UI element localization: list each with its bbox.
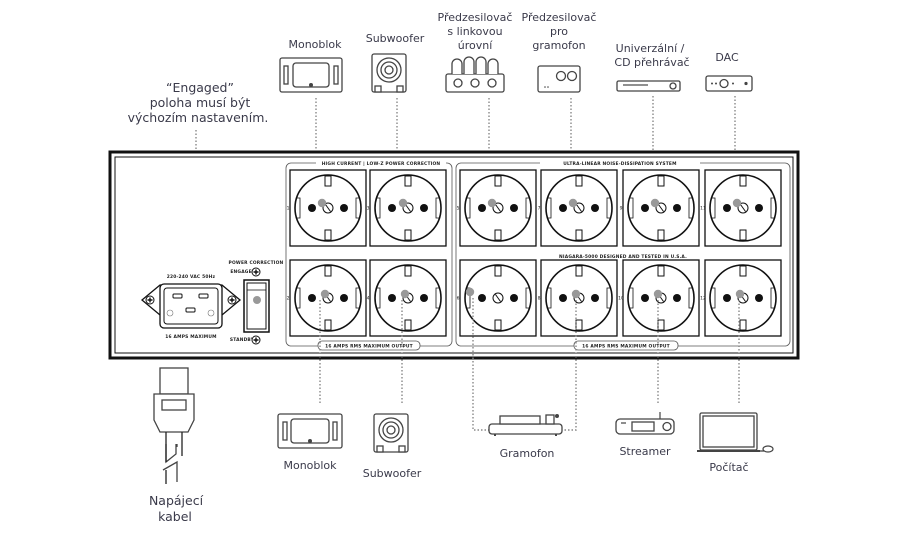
top-device-cd-player: Univerzální / CD přehrávač	[614, 42, 690, 92]
power-plug-icon	[153, 367, 195, 484]
device-label: Napájecí	[149, 493, 204, 508]
device-label: Streamer	[619, 445, 671, 458]
outlet-number: 9	[620, 206, 623, 212]
bottom-device-turntable: Gramofon	[488, 414, 563, 460]
outlet-8[interactable]: 8	[538, 259, 618, 337]
bottom-device-computer: Počítač	[697, 412, 774, 474]
inlet-amps-label: 16 AMPS MAXIMUM	[165, 334, 216, 340]
outlet-number: 11	[700, 206, 706, 212]
power-correction-switch[interactable]: POWER CORRECTION ENGAGED STANDBY	[229, 260, 284, 345]
connection-marker	[317, 198, 327, 208]
engaged-marker	[253, 296, 261, 304]
iec-power-inlet[interactable]: 220-240 VAC 50Hz 16 AMPS MAXIMUM	[140, 274, 242, 340]
outlet-10[interactable]: 10	[618, 259, 700, 337]
outlet-2[interactable]: 2	[287, 259, 367, 337]
device-label: Univerzální /	[616, 42, 685, 55]
outlet-number: 7	[538, 206, 541, 212]
connection-marker	[735, 289, 745, 299]
device-label: Subwoofer	[366, 32, 425, 45]
outlet-11[interactable]: 11	[700, 169, 782, 247]
connection-marker	[400, 289, 410, 299]
bottom-device-power-cable: Napájecí kabel	[149, 367, 204, 524]
model-text: NIAGARA-5000 DESIGNED AND TESTED IN U.S.…	[559, 254, 687, 260]
outlet-4[interactable]: 4	[367, 259, 447, 337]
device-label: Gramofon	[500, 447, 555, 460]
bottom-device-subwoofer: Subwoofer	[363, 413, 422, 480]
turntable-icon	[488, 414, 563, 436]
connection-marker	[571, 289, 581, 299]
amplifier-icon	[279, 57, 343, 93]
outlet-number: 6	[457, 296, 460, 302]
device-label: Subwoofer	[363, 467, 422, 480]
connection-marker	[465, 287, 475, 297]
outlet-number: 4	[367, 296, 370, 302]
top-device-dac: DAC	[705, 51, 753, 92]
switch-title: POWER CORRECTION	[229, 260, 284, 266]
connection-marker	[568, 198, 578, 208]
outlet-number: 2	[287, 296, 290, 302]
connection-marker	[487, 198, 497, 208]
outlet-7[interactable]: 7	[538, 169, 618, 247]
switch-standby-label: STANDBY	[230, 337, 255, 343]
bottom-connection-lines	[319, 298, 740, 431]
device-label: Monoblok	[288, 38, 342, 51]
outlet-9[interactable]: 9	[620, 169, 700, 247]
outlet-12[interactable]: 12	[700, 259, 782, 337]
device-label: úrovní	[458, 39, 493, 52]
laptop-icon	[697, 412, 774, 453]
switch-engaged-label: ENGAGED	[230, 269, 255, 275]
outlet-number: 1	[287, 206, 290, 212]
device-label: kabel	[158, 509, 192, 524]
cd-player-icon	[616, 80, 681, 92]
outlet-number: 12	[700, 296, 706, 302]
top-device-line-preamp: Předzesilovač s linkovou úrovní	[438, 11, 513, 93]
outlet-array: 1 3 5 7 9 11 2 4 6 8 10 12	[287, 169, 782, 337]
outlet-3[interactable]: 3	[367, 169, 447, 247]
device-label: Předzesilovač	[522, 11, 597, 24]
tube-preamp-icon	[445, 56, 505, 93]
right-output-label: 16 AMPS RMS MAXIMUM OUTPUT	[582, 344, 670, 350]
top-device-phono-preamp: Předzesilovač pro gramofon	[522, 11, 597, 93]
outlet-1[interactable]: 1	[287, 169, 367, 247]
connection-marker	[732, 198, 742, 208]
connection-marker	[320, 289, 330, 299]
outlet-number: 8	[538, 296, 541, 302]
device-label: pro	[550, 25, 568, 38]
right-group-title: ULTRA-LINEAR NOISE-DISSIPATION SYSTEM	[563, 161, 676, 167]
note-line-3: výchozím nastavením.	[128, 110, 269, 125]
device-label: Monoblok	[283, 459, 337, 472]
note-line-1: “Engaged”	[166, 80, 234, 95]
device-label: Předzesilovač	[438, 11, 513, 24]
outlet-5[interactable]: 5	[457, 169, 537, 247]
bottom-device-monoblok: Monoblok	[277, 413, 343, 472]
left-output-label: 16 AMPS RMS MAXIMUM OUTPUT	[325, 344, 413, 350]
inlet-voltage-label: 220-240 VAC 50Hz	[167, 274, 216, 280]
device-label: DAC	[715, 51, 739, 64]
outlet-number: 10	[618, 296, 624, 302]
note-line-2: poloha musí být	[150, 95, 251, 110]
device-label: CD přehrávač	[614, 56, 689, 69]
amplifier-icon	[277, 413, 343, 449]
device-label: Počítač	[709, 461, 748, 474]
power-conditioner-back-panel: HIGH CURRENT | LOW-Z POWER CORRECTION UL…	[108, 150, 800, 360]
left-group-title: HIGH CURRENT | LOW-Z POWER CORRECTION	[322, 161, 441, 167]
connection-marker	[650, 198, 660, 208]
subwoofer-icon	[373, 413, 409, 453]
phono-preamp-icon	[537, 65, 581, 93]
top-device-subwoofer: Subwoofer	[366, 32, 425, 93]
dac-icon	[705, 75, 753, 92]
connection-marker	[398, 198, 408, 208]
outlet-6[interactable]: 6	[457, 259, 537, 337]
top-device-monoblok: Monoblok	[279, 38, 343, 93]
device-label: s linkovou	[447, 25, 502, 38]
streamer-icon	[615, 412, 675, 435]
device-label: gramofon	[532, 39, 585, 52]
subwoofer-icon	[371, 53, 407, 93]
outlet-number: 5	[457, 206, 460, 212]
engaged-note: “Engaged” poloha musí být výchozím nasta…	[128, 80, 269, 125]
outlet-number: 3	[367, 206, 370, 212]
bottom-device-streamer: Streamer	[615, 412, 675, 458]
connection-marker	[653, 289, 663, 299]
